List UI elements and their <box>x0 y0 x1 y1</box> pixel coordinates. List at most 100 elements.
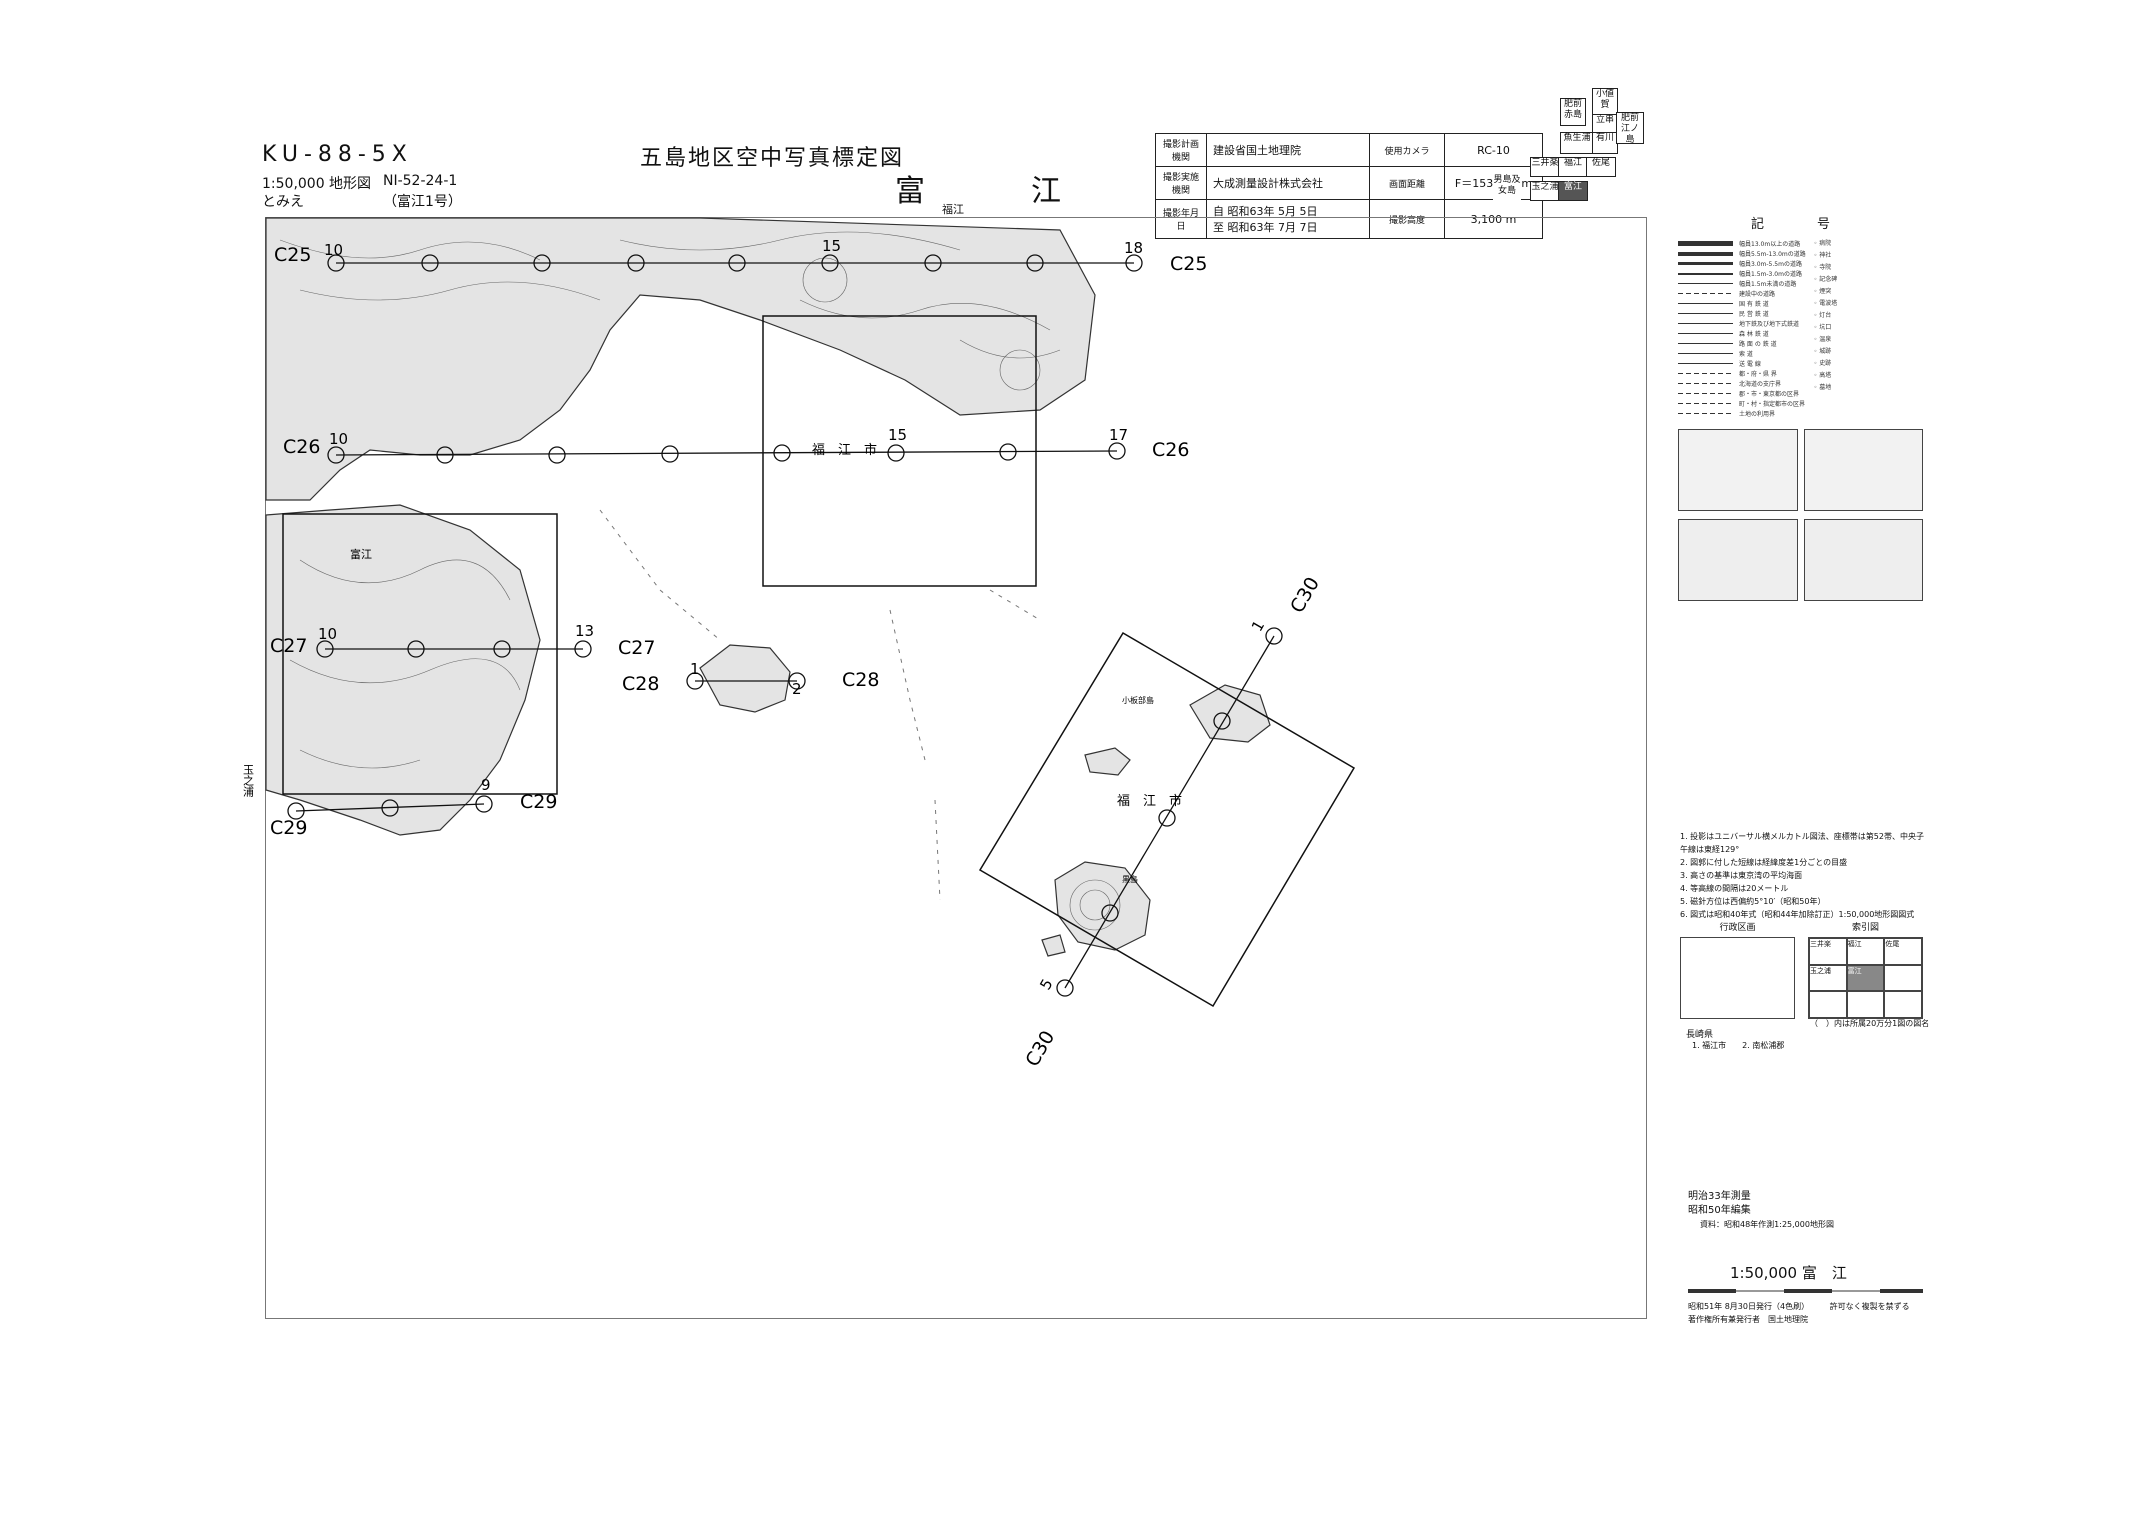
note-item: 2. 図郭に付した短線は経緯度差1分ごとの目盛 <box>1680 858 1848 867</box>
legend-symbol <box>1678 293 1733 294</box>
date-label: 撮影年月日 <box>1155 199 1207 239</box>
legend-symbol <box>1678 403 1733 404</box>
photo-center <box>1158 809 1176 827</box>
legend-symbol <box>1678 283 1733 284</box>
legend-sample-city <box>1678 519 1798 601</box>
photo-center <box>1026 254 1044 272</box>
photo-center <box>548 446 566 464</box>
land-fukue-north <box>265 217 1096 836</box>
legend-item: 町・村・指定都市の区界 <box>1678 399 1806 408</box>
flight-line-label-c28-end: C28 <box>842 669 879 691</box>
label-tomie-town: 富江 <box>350 547 372 561</box>
legend-land-use-grid <box>1678 429 1798 511</box>
legend-item: 土地の利用界 <box>1678 409 1806 418</box>
photo-number: 9 <box>481 776 491 794</box>
legend-point-symbol: ◦ 病院 <box>1813 240 1832 247</box>
label-fukue-city: 福 江 市 <box>812 442 877 458</box>
compile-year: 昭和50年編集 <box>1688 1205 1751 1216</box>
index-grid-cell: 三井楽 <box>1809 938 1847 965</box>
photo-center <box>574 640 592 658</box>
legend-label: 建設中の道路 <box>1739 291 1776 298</box>
index-box-title: 索引図 <box>1851 923 1879 933</box>
legend-label: 幅員3.0m-5.5mの道路 <box>1739 261 1802 268</box>
legend-point-symbol: ◦ 高塔 <box>1813 372 1832 379</box>
altitude-label: 撮影高度 <box>1369 199 1445 239</box>
sheet-name-big: 富 江 <box>895 174 1099 209</box>
sea-boundaries <box>599 509 1041 901</box>
camera-label: 使用カメラ <box>1369 133 1445 167</box>
legend-symbol <box>1678 303 1733 304</box>
legend-item: 索 道 <box>1678 349 1806 358</box>
legend-label: 幅員1.5m-3.0mの道路 <box>1739 271 1802 278</box>
legend-title: 記 号 <box>1750 217 1850 232</box>
legend-label: 北海道の支庁界 <box>1739 381 1782 388</box>
note-item: 6. 図式は昭和40年式（昭和44年加除訂正）1:50,000地形図図式 <box>1680 910 1915 919</box>
rights: 許可なく複製を禁ずる <box>1829 1302 1910 1311</box>
top-place-label: 福江 <box>942 203 964 216</box>
index-cell: 小値賀 <box>1592 88 1618 116</box>
legend-label: 幅員5.5m-13.0mの道路 <box>1739 251 1806 258</box>
photo-centers <box>287 254 1283 997</box>
legend-item: 幅員3.0m-5.5mの道路 <box>1678 259 1806 268</box>
flight-line-label-c30: C30 <box>1286 573 1324 616</box>
focal-label: 画面距離 <box>1369 166 1445 200</box>
legend-sample-terrain <box>1803 519 1923 601</box>
legend-item: 国 有 鉄 道 <box>1678 299 1806 308</box>
photo-number: 18 <box>1124 239 1143 257</box>
photo-number: 17 <box>1109 426 1128 444</box>
legend-point-symbol: ◦ 温泉 <box>1813 336 1832 343</box>
legend-label: 地下鉄及び地下式鉄道 <box>1739 321 1800 328</box>
index-cell: 男島及女島 <box>1493 175 1521 201</box>
label-tamanoura: 玉之浦 <box>242 764 255 798</box>
flight-line-label-c28: C28 <box>622 673 659 695</box>
legend-symbol <box>1678 373 1733 374</box>
photo-center <box>327 446 345 464</box>
legend-item: 北海道の支庁界 <box>1678 379 1806 388</box>
photo-center <box>493 640 511 658</box>
scale-line: 1:50,000 地形図 <box>262 176 372 192</box>
photo-number: 10 <box>318 625 337 643</box>
date-to: 至 昭和63年 7月 7日 <box>1213 221 1318 234</box>
legend-item: 建設中の道路 <box>1678 289 1806 298</box>
photo-center <box>1125 254 1143 272</box>
photo-center <box>1056 979 1074 997</box>
index-cell: 三井楽 <box>1530 157 1560 177</box>
index-cell: 肥前赤島 <box>1560 98 1586 126</box>
photo-center <box>407 640 425 658</box>
index-box: 索引図 三井楽 福江 佐尾 玉之浦 富江 <box>1808 920 1923 1025</box>
legend-symbol <box>1678 241 1733 246</box>
note-item: 4. 等高線の間隔は20メートル <box>1680 884 1789 893</box>
photo-center <box>327 254 345 272</box>
flight-line-label-c29: C29 <box>270 817 307 839</box>
legend-symbol <box>1678 272 1733 275</box>
legend-item: 郡・市・東京都の区界 <box>1678 389 1806 398</box>
photo-center <box>627 254 645 272</box>
photo-number: 10 <box>329 430 348 448</box>
issue-date: 昭和51年 8月30日発行（4色刷） <box>1688 1302 1810 1311</box>
photo-center <box>533 254 551 272</box>
legend-symbol <box>1678 363 1733 364</box>
photo-number: 2 <box>792 680 802 698</box>
photo-center <box>924 254 942 272</box>
photo-center <box>421 254 439 272</box>
flight-line-label-c29-end: C29 <box>520 791 557 813</box>
survey-info-table: 撮影計画機関 建設省国土地理院 使用カメラ RC-10 撮影実施機関 大成測量設… <box>1155 133 1543 239</box>
date-value: 自 昭和63年 5月 5日 至 昭和63年 7月 7日 <box>1206 199 1370 239</box>
legend-symbol <box>1678 353 1733 354</box>
photo-center <box>1108 442 1126 460</box>
flight-line-label-c30-start: C30 <box>1021 1027 1059 1070</box>
legend-point-symbol: ◦ 灯台 <box>1813 312 1832 319</box>
scale-bar <box>1688 1289 1923 1293</box>
photo-center <box>887 444 905 462</box>
legend-symbol <box>1678 383 1733 384</box>
credits: 明治33年測量 昭和50年編集 資料：昭和48年作測1:25,000地形図 <box>1688 1190 1834 1232</box>
flight-line-label-c26-end: C26 <box>1152 439 1189 461</box>
exec-value: 大成測量設計株式会社 <box>1206 166 1370 200</box>
legend-label: 郡・市・東京都の区界 <box>1739 391 1800 398</box>
photo-number: 13 <box>575 622 594 640</box>
note-item: 5. 磁針方位は西偏約5°10′（昭和50年） <box>1680 897 1826 906</box>
contour-lines <box>279 231 1121 931</box>
flight-line-label-c25: C25 <box>274 244 311 266</box>
flight-line-label-c27-end: C27 <box>618 637 655 659</box>
legend-label: 国 有 鉄 道 <box>1739 301 1769 308</box>
